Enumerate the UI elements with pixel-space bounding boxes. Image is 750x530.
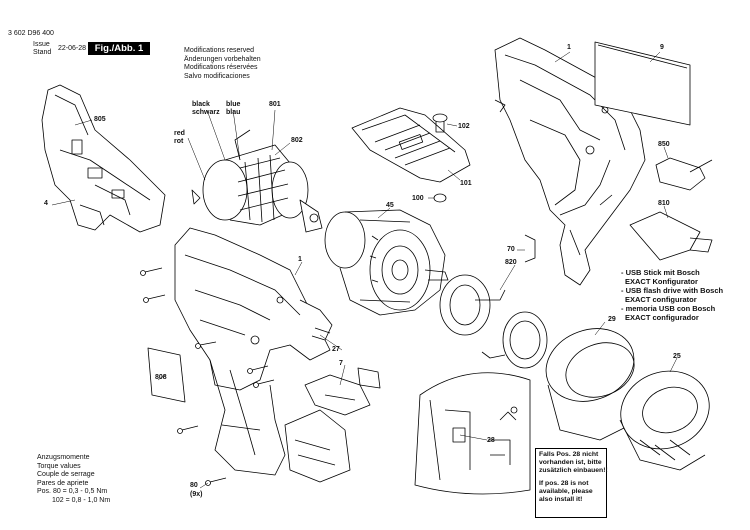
part-number-801: 801 <box>269 101 281 108</box>
electronics-module-805 <box>41 84 166 233</box>
part-number-9: 9 <box>660 44 664 51</box>
torque-row-80: Pos. 80 = 0,3 - 0,5 Nm <box>37 488 108 495</box>
part-number-4: 4 <box>44 200 48 207</box>
ring-29 <box>545 328 635 441</box>
part-number-29: 29 <box>608 316 616 323</box>
part-number-802: 802 <box>291 137 303 144</box>
part-number-28: 28 <box>487 437 495 444</box>
part-number-101: 101 <box>460 180 472 187</box>
stand-label: Stand <box>33 49 52 56</box>
part-number-70: 70 <box>507 246 515 253</box>
issue-label: Issue <box>33 41 50 48</box>
gearbox-45 <box>324 209 449 316</box>
ferrite-801 <box>191 189 201 205</box>
chuck-25 <box>619 370 710 471</box>
part-number-80-quantity: (9x) <box>190 491 203 498</box>
part-number-102: 102 <box>458 123 470 130</box>
part-number-100: 100 <box>412 195 424 202</box>
motor-802 <box>202 144 323 233</box>
leader-lines <box>51 51 678 489</box>
part-number-27: 27 <box>332 346 340 353</box>
part-number-1-mid: 1 <box>298 256 302 263</box>
hex-key-850 <box>655 157 713 191</box>
part-number-25: 25 <box>673 353 681 360</box>
part-number-850: 850 <box>658 141 670 148</box>
switch-assembly-7 <box>284 367 381 483</box>
part-number-810: 810 <box>658 200 670 207</box>
part-number-805: 805 <box>94 116 106 123</box>
part-number-80: 80 <box>190 482 198 489</box>
clutch-ring-820 <box>439 274 548 369</box>
clip-70 <box>524 234 536 263</box>
part-number-820: 820 <box>505 259 517 266</box>
screws-80 <box>140 267 275 486</box>
housing-half-left <box>174 227 331 476</box>
label-808 <box>147 347 186 403</box>
washer-100 <box>433 193 447 203</box>
usb-stick-810 <box>629 211 713 261</box>
document-number: 3 602 D96 400 <box>8 30 54 37</box>
switch-27 <box>299 299 333 341</box>
figure-label: Fig./Abb. 1 <box>88 42 150 55</box>
cover-101 <box>351 107 471 183</box>
screw-102 <box>432 113 448 133</box>
part-number-7: 7 <box>339 360 343 367</box>
usb-configurator-note: - USB Stick mit Bosch EXACT Konfigurator… <box>621 268 724 322</box>
detail-view <box>414 372 531 495</box>
part-number-808: 808 <box>155 374 167 381</box>
part-number-1-top: 1 <box>567 44 571 51</box>
issue-date: 22-06-28 <box>58 45 87 52</box>
torque-row-102: 102 = 0,8 - 1,0 Nm <box>52 496 111 504</box>
part-number-45: 45 <box>386 202 394 209</box>
